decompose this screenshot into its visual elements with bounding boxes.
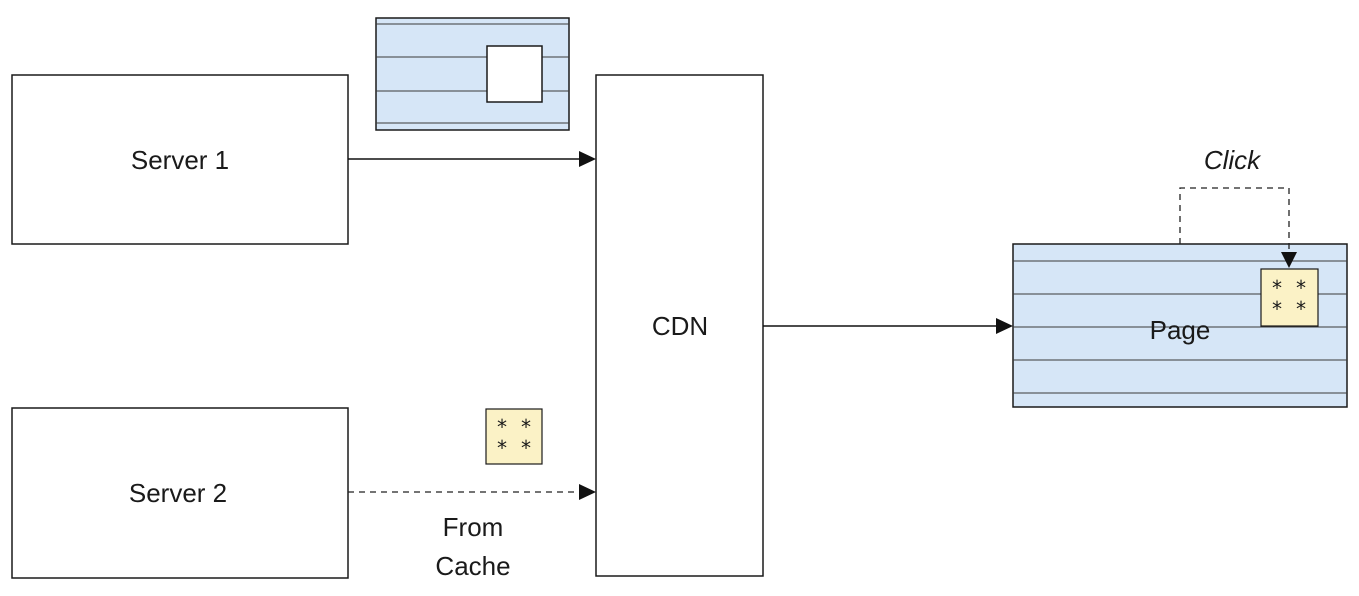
page-note: * * * * — [1260, 268, 1319, 327]
arrow-cdn-to-page — [763, 318, 1013, 334]
arrow-server2-to-cdn — [348, 484, 596, 500]
click-loop-arrow — [1179, 187, 1297, 268]
page-note-row-2: * * — [1271, 297, 1307, 321]
from-cache-label-line-2: Cache — [435, 551, 510, 581]
cached-note-row-2: * * — [496, 436, 532, 460]
page-note-row-1: * * — [1271, 276, 1307, 300]
cached-note-row-1: * * — [496, 415, 532, 439]
arrow-server1-to-cdn — [348, 151, 596, 167]
server-2-node: Server 2 — [11, 407, 349, 579]
page-label: Page — [1150, 315, 1211, 345]
page-fragment — [375, 17, 570, 131]
cdn-label: CDN — [652, 311, 708, 341]
server-1-label: Server 1 — [131, 145, 229, 175]
fragment-placeholder-slot — [486, 45, 543, 103]
from-cache-label-line-1: From — [443, 512, 504, 542]
click-label: Click — [1204, 145, 1262, 175]
server-1-node: Server 1 — [11, 74, 349, 245]
cdn-node: CDN — [595, 74, 764, 577]
cached-note: * * * * — [485, 408, 543, 465]
server-2-label: Server 2 — [129, 478, 227, 508]
